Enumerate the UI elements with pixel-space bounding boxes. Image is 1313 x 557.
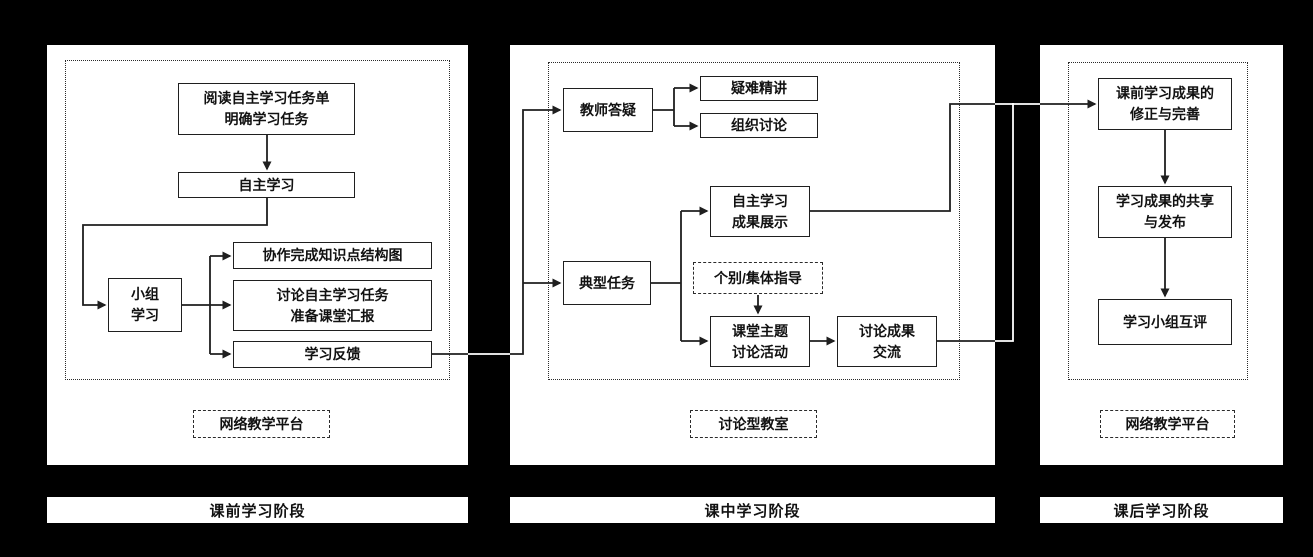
achievement-line1: 自主学习 — [732, 192, 788, 209]
discussion-line2: 讨论活动 — [732, 343, 788, 360]
read-task-line1: 阅读自主学习任务单 — [203, 90, 330, 106]
feedback-label: 学习反馈 — [304, 346, 361, 362]
flow-box-organize-discussion: 组织讨论 — [700, 113, 818, 138]
discussion-line1: 课堂主题 — [732, 322, 788, 339]
dotted-frame-pre — [65, 60, 450, 380]
platform-pre-text: 网络教学平台 — [219, 416, 304, 432]
group-line2: 学习 — [131, 307, 159, 323]
flow-box-share: 学习成果的共享 与发布 — [1098, 186, 1232, 238]
share-line1: 学习成果的共享 — [1116, 193, 1214, 209]
organize-label: 组织讨论 — [731, 117, 787, 133]
flow-box-feedback: 学习反馈 — [233, 341, 432, 368]
flow-box-revise: 课前学习成果的 修正与完善 — [1098, 78, 1232, 130]
peer-review-label: 学习小组互评 — [1123, 313, 1207, 330]
classroom-text: 讨论型教室 — [718, 416, 789, 432]
flow-box-self-study: 自主学习 — [178, 172, 355, 198]
stage-bar-pre-label: 课前学习阶段 — [209, 502, 306, 520]
flow-box-difficult-points: 疑难精讲 — [700, 76, 818, 101]
platform-post-text: 网络教学平台 — [1125, 416, 1210, 432]
read-task-line2: 明确学习任务 — [224, 111, 309, 127]
platform-label-pre: 网络教学平台 — [193, 410, 330, 438]
difficult-label: 疑难精讲 — [731, 80, 787, 96]
gap-line-exchange — [995, 103, 1014, 342]
stage-bar-mid-label: 课中学习阶段 — [704, 502, 801, 520]
flow-box-collab-map: 协作完成知识点结构图 — [233, 242, 432, 269]
stage-bar-post: 课后学习阶段 — [1040, 497, 1283, 523]
flow-box-exchange: 讨论成果 交流 — [837, 316, 937, 367]
platform-label-post: 网络教学平台 — [1100, 410, 1235, 438]
achievement-line2: 成果展示 — [732, 213, 788, 230]
exchange-line1: 讨论成果 — [859, 322, 915, 339]
dotted-frame-post — [1068, 62, 1248, 380]
revise-line1: 课前学习成果的 — [1116, 85, 1214, 101]
stage-bar-pre: 课前学习阶段 — [47, 497, 468, 523]
flow-box-guidance: 个别/集体指导 — [693, 262, 823, 294]
flow-box-achievement-show: 自主学习 成果展示 — [710, 186, 810, 237]
discuss-line2: 准备课堂汇报 — [290, 307, 375, 324]
typical-label: 典型任务 — [579, 274, 635, 291]
self-study-label: 自主学习 — [238, 176, 295, 193]
discuss-line1: 讨论自主学习任务 — [276, 286, 389, 303]
revise-line2: 修正与完善 — [1130, 106, 1200, 122]
flow-box-teacher-qa: 教师答疑 — [563, 88, 653, 132]
share-line2: 与发布 — [1144, 214, 1186, 230]
flow-box-class-discussion: 课堂主题 讨论活动 — [710, 316, 810, 367]
stage-bar-post-label: 课后学习阶段 — [1113, 502, 1210, 520]
collab-label: 协作完成知识点结构图 — [262, 247, 403, 263]
teacher-qa-label: 教师答疑 — [580, 101, 636, 118]
flow-box-discuss-task: 讨论自主学习任务 准备课堂汇报 — [233, 280, 432, 331]
classroom-label: 讨论型教室 — [690, 410, 817, 438]
exchange-line2: 交流 — [873, 343, 901, 360]
guidance-label: 个别/集体指导 — [714, 270, 802, 286]
stage-bar-mid: 课中学习阶段 — [510, 497, 995, 523]
flow-box-group-study: 小组 学习 — [108, 278, 182, 332]
group-line1: 小组 — [131, 286, 159, 302]
flow-box-peer-review: 学习小组互评 — [1098, 299, 1232, 345]
flow-box-read-task: 阅读自主学习任务单 明确学习任务 — [178, 83, 355, 135]
flow-box-typical-task: 典型任务 — [563, 261, 651, 305]
